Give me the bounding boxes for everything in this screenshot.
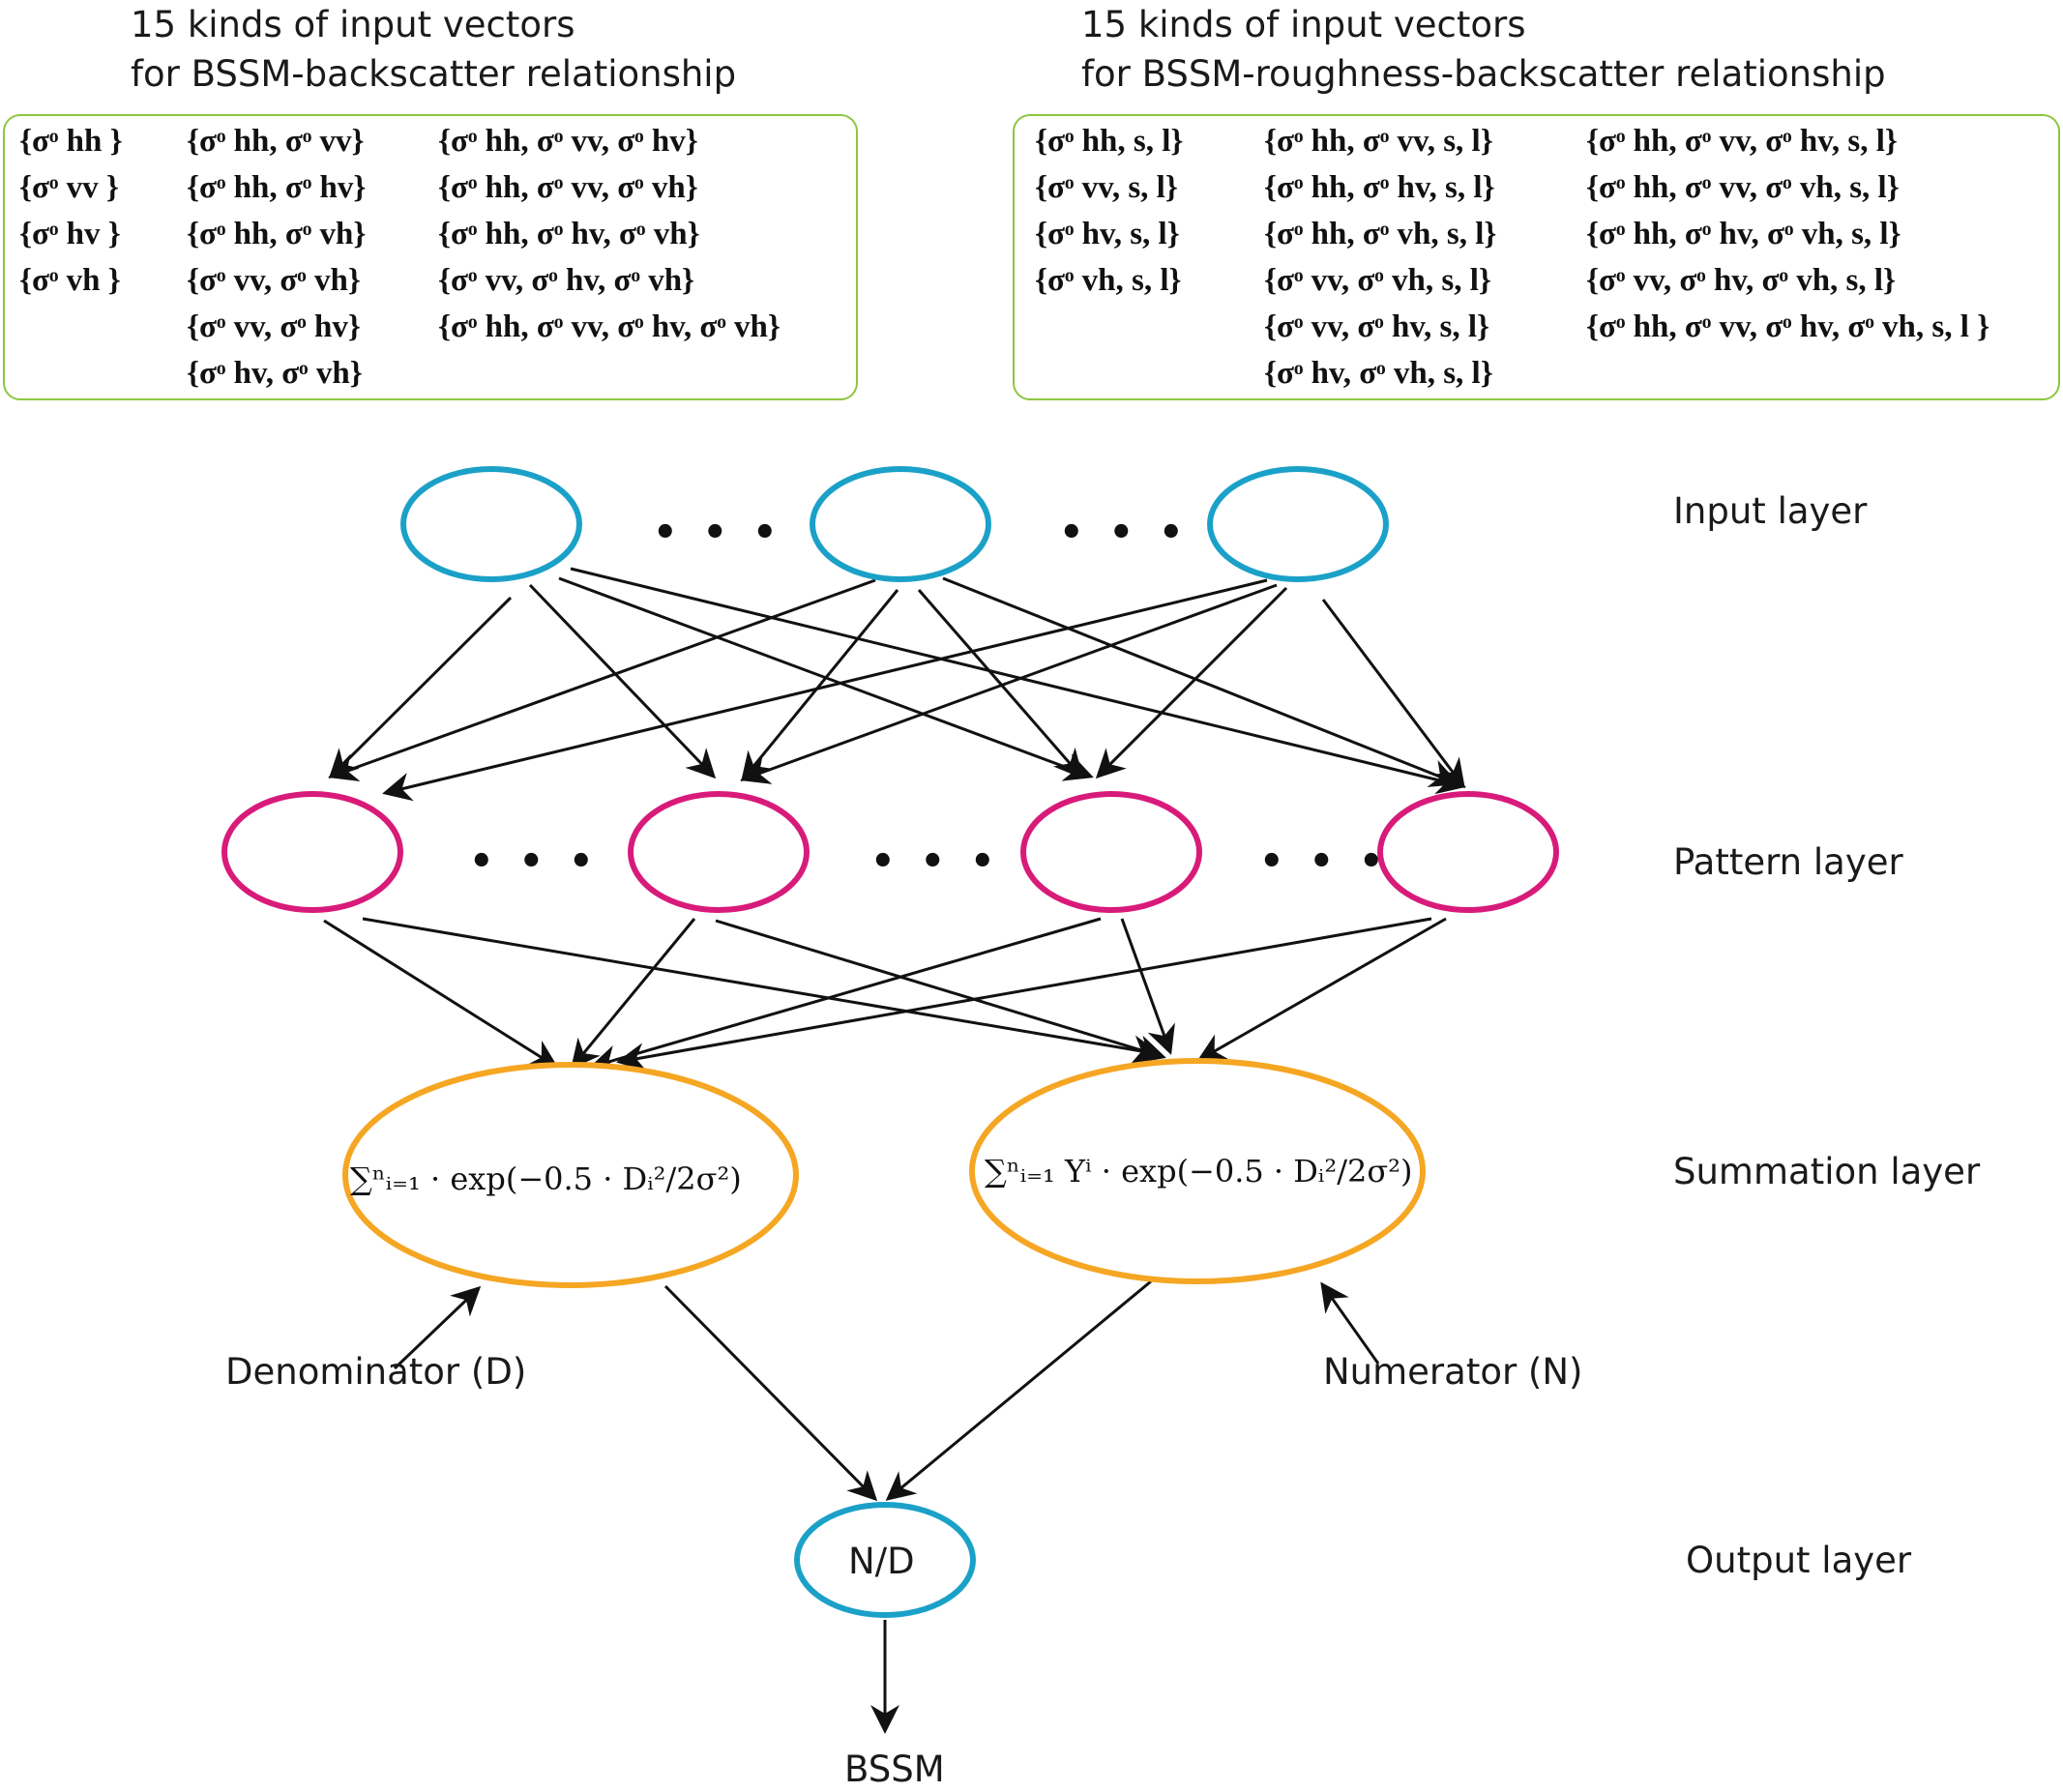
connection-arrow <box>362 917 1162 1065</box>
vector-item: {σᵒ hh, σᵒ vh} <box>187 217 367 251</box>
connection-arrow <box>885 1279 1152 1501</box>
input-ellipsis: • • • <box>653 511 783 555</box>
connection-arrow <box>715 919 1166 1064</box>
connection-arrow <box>1120 918 1175 1055</box>
input-ellipsis: • • • <box>1059 511 1190 555</box>
denominator-node <box>342 1062 799 1288</box>
vector-item: {σᵒ vv, σᵒ vh, s, l} <box>1264 263 1491 298</box>
pattern-ellipsis: • • • <box>870 839 1001 884</box>
left-col-3: {σᵒ hh, σᵒ vv, σᵒ hv} {σᵒ hh, σᵒ vv, σᵒ … <box>438 126 781 358</box>
vector-item: {σᵒ hv, σᵒ vh, s, l} <box>1264 356 1493 391</box>
connection-arrow <box>741 589 899 782</box>
denominator-pointer <box>393 1285 482 1370</box>
left-title-line2: for BSSM-backscatter relationship <box>131 53 737 95</box>
vector-item: {σᵒ hh, σᵒ vv, s, l} <box>1264 124 1493 159</box>
summation-layer-label: Summation layer <box>1673 1151 1981 1192</box>
connection-arrow <box>382 578 1268 802</box>
connection-arrow <box>1196 917 1447 1062</box>
right-vector-box <box>1013 114 2060 400</box>
vector-item: {σᵒ vv, σᵒ vh} <box>187 263 361 298</box>
vector-item: {σᵒ vv, σᵒ hv, σᵒ vh} <box>438 263 695 298</box>
vector-item: {σᵒ hh, σᵒ vv, σᵒ hv} <box>438 124 698 159</box>
vector-item: {σᵒ hh, σᵒ vv, σᵒ vh} <box>438 170 698 205</box>
connection-arrow <box>917 589 1083 779</box>
pattern-ellipsis: • • • <box>1259 839 1390 884</box>
connection-arrow <box>616 917 1432 1072</box>
pattern-node <box>1377 791 1559 913</box>
left-title-line1: 15 kinds of input vectors <box>131 4 575 45</box>
vector-item: {σᵒ hh, σᵒ vh, s, l} <box>1264 217 1497 251</box>
left-panel-title: 15 kinds of input vectors for BSSM-backs… <box>131 0 736 99</box>
vector-item: {σᵒ vv } <box>19 170 119 205</box>
pattern-node <box>1020 791 1202 913</box>
connection-arrow <box>1321 599 1465 789</box>
pattern-layer-label: Pattern layer <box>1673 841 1903 883</box>
connection-arrow <box>740 583 1278 784</box>
output-layer-label: Output layer <box>1686 1540 1912 1581</box>
vector-item: {σᵒ hh, σᵒ hv, s, l} <box>1264 170 1495 205</box>
vector-item: {σᵒ hv, s, l} <box>1035 217 1180 251</box>
pattern-node <box>628 791 810 913</box>
output-node-label: N/D <box>848 1541 915 1582</box>
connection-arrow <box>528 583 717 779</box>
left-col-2: {σᵒ hh, σᵒ vv} {σᵒ hh, σᵒ hv} {σᵒ hh, σᵒ… <box>187 126 366 404</box>
bssm-label: BSSM <box>844 1748 945 1790</box>
connection-arrow <box>942 576 1459 787</box>
vector-item: {σᵒ hh, σᵒ hv, σᵒ vh} <box>438 217 700 251</box>
vector-item: {σᵒ hv, σᵒ vh} <box>187 356 363 391</box>
right-title-line2: for BSSM-roughness-backscatter relations… <box>1081 53 1886 95</box>
vector-item: {σᵒ vh, s, l} <box>1035 263 1182 298</box>
connection-arrow <box>589 917 1102 1073</box>
connection-arrow <box>328 596 513 779</box>
left-vector-box <box>3 114 858 400</box>
numerator-label: Numerator (N) <box>1323 1351 1583 1393</box>
numerator-node <box>969 1058 1426 1284</box>
vector-item: {σᵒ hh, σᵒ vv} <box>187 124 365 159</box>
right-col-3: {σᵒ hh, σᵒ vv, σᵒ hv, s, l} {σᵒ hh, σᵒ v… <box>1586 126 1989 358</box>
connection-arrow <box>323 919 559 1069</box>
input-node <box>1207 466 1389 582</box>
vector-item: {σᵒ hv } <box>19 217 121 251</box>
vector-item: {σᵒ hh, σᵒ hv, σᵒ vh, s, l} <box>1586 217 1901 251</box>
right-col-1: {σᵒ hh, s, l} {σᵒ vv, s, l} {σᵒ hv, s, l… <box>1035 126 1183 311</box>
connection-arrow <box>1095 586 1288 779</box>
input-layer-label: Input layer <box>1673 490 1868 532</box>
numerator-formula: ∑ⁿᵢ₌₁ Yⁱ · exp(−0.5 · Dᵢ²/2σ²) <box>985 1153 1413 1190</box>
vector-item: {σᵒ vv, s, l} <box>1035 170 1178 205</box>
vector-item: {σᵒ hh, σᵒ hv} <box>187 170 367 205</box>
right-col-2: {σᵒ hh, σᵒ vv, s, l} {σᵒ hh, σᵒ hv, s, l… <box>1264 126 1496 404</box>
denominator-label: Denominator (D) <box>225 1351 527 1393</box>
connection-arrow <box>328 578 876 781</box>
connection-arrow <box>571 918 696 1070</box>
vector-item: {σᵒ hh, σᵒ vv, σᵒ hv, σᵒ vh, s, l } <box>1586 309 1990 344</box>
connection-arrow <box>570 567 1466 795</box>
vector-item: {σᵒ hh, σᵒ vv, σᵒ hv, σᵒ vh} <box>438 309 781 344</box>
vector-item: {σᵒ hh, s, l} <box>1035 124 1184 159</box>
output-node <box>794 1502 976 1618</box>
denominator-formula: ∑ⁿᵢ₌₁ · exp(−0.5 · Dᵢ²/2σ²) <box>350 1160 742 1197</box>
vector-item: {σᵒ vv, σᵒ hv, s, l} <box>1264 309 1490 344</box>
right-panel-title: 15 kinds of input vectors for BSSM-rough… <box>1081 0 1886 99</box>
input-node <box>810 466 991 582</box>
pattern-node <box>221 791 403 913</box>
vector-item: {σᵒ vh } <box>19 263 121 298</box>
vector-item: {σᵒ vv, σᵒ hv} <box>187 309 361 344</box>
vector-item: {σᵒ hh, σᵒ vv, σᵒ vh, s, l} <box>1586 170 1900 205</box>
input-node <box>400 466 582 582</box>
vector-item: {σᵒ hh } <box>19 124 123 159</box>
connection-arrow <box>663 1284 878 1502</box>
vector-item: {σᵒ vv, σᵒ hv, σᵒ vh, s, l} <box>1586 263 1897 298</box>
numerator-pointer <box>1320 1281 1380 1365</box>
right-title-line1: 15 kinds of input vectors <box>1081 4 1526 45</box>
left-col-1: {σᵒ hh } {σᵒ vv } {σᵒ hv } {σᵒ vh } <box>19 126 123 311</box>
pattern-ellipsis: • • • <box>469 839 600 884</box>
vector-item: {σᵒ hh, σᵒ vv, σᵒ hv, s, l} <box>1586 124 1898 159</box>
